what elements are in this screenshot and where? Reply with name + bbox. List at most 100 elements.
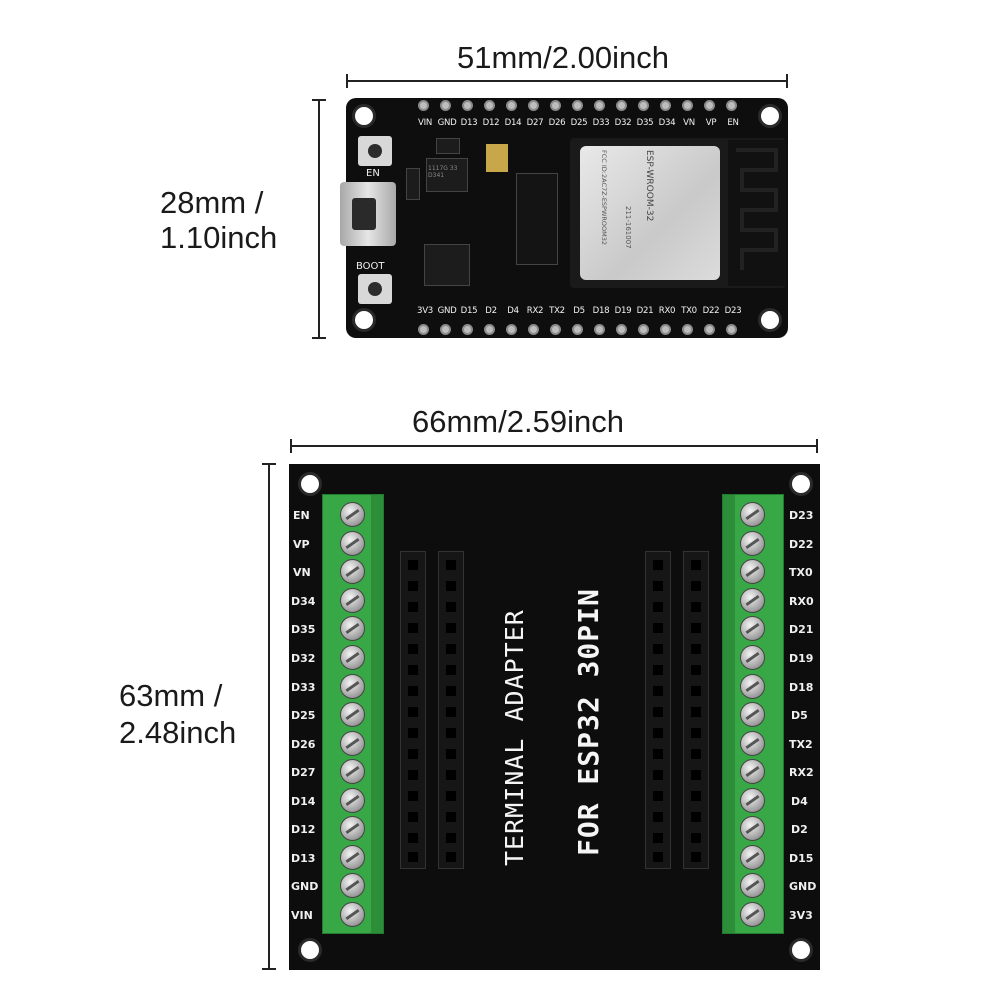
micro-usb-port <box>340 182 396 246</box>
mount-hole <box>789 938 813 962</box>
terminal-label-right: D18 <box>789 681 814 694</box>
terminal-screw[interactable] <box>740 788 765 813</box>
terminal-label-left: VN <box>293 566 311 579</box>
terminal-label-left: D35 <box>291 623 316 636</box>
terminal-label-left: GND <box>291 880 319 893</box>
terminal-screw[interactable] <box>340 702 365 727</box>
mount-hole <box>758 308 782 332</box>
terminal-screw[interactable] <box>740 759 765 784</box>
terminal-screw[interactable] <box>740 559 765 584</box>
terminal-label-right: D15 <box>789 852 814 865</box>
terminal-screw[interactable] <box>340 531 365 556</box>
mount-hole <box>352 104 376 128</box>
terminal-screw[interactable] <box>740 588 765 613</box>
terminal-label-right: D23 <box>789 509 814 522</box>
adapter-height-tick-top <box>262 463 276 465</box>
terminal-label-left: D26 <box>291 738 316 751</box>
fcc-marking: FCC ID:2AC7Z-ESPWROOM32 <box>600 150 608 246</box>
en-button-label: EN <box>366 168 380 179</box>
terminal-screw[interactable] <box>740 816 765 841</box>
esp32-height-line <box>318 99 320 339</box>
pin-label: D5 <box>573 306 585 316</box>
terminal-label-left: D25 <box>291 709 316 722</box>
pin-label: D15 <box>460 306 478 316</box>
terminal-screw[interactable] <box>740 873 765 898</box>
mount-hole <box>298 472 322 496</box>
mount-hole <box>352 308 376 332</box>
pin-label: D32 <box>614 118 632 128</box>
female-header <box>683 551 709 869</box>
terminal-screw[interactable] <box>740 502 765 527</box>
pin-label: VN <box>683 118 695 128</box>
terminal-screw[interactable] <box>340 616 365 641</box>
terminal-screw[interactable] <box>340 588 365 613</box>
terminal-label-left: D14 <box>291 795 316 808</box>
pin-label: RX2 <box>526 306 544 316</box>
terminal-screw[interactable] <box>740 902 765 927</box>
pin-label: TX2 <box>549 306 565 316</box>
terminal-label-right: RX2 <box>789 766 814 779</box>
terminal-screw[interactable] <box>340 788 365 813</box>
terminal-screw[interactable] <box>340 845 365 870</box>
pin-label: D35 <box>636 118 654 128</box>
pin-label: D33 <box>592 118 610 128</box>
pin-label: D13 <box>460 118 478 128</box>
terminal-label-left: D33 <box>291 681 316 694</box>
module-marking: ESP-WROOM-32 <box>644 150 654 222</box>
bottom-pin-labels: 3V3 GND D15 D2 D4 RX2 TX2 D5 D18 D19 D21… <box>414 306 744 316</box>
terminal-screw[interactable] <box>740 531 765 556</box>
terminal-label-right: D21 <box>789 623 814 636</box>
terminal-screw[interactable] <box>340 759 365 784</box>
adapter-width-line <box>290 445 818 447</box>
terminal-screw[interactable] <box>740 616 765 641</box>
esp32-height-tick-bottom <box>312 337 326 339</box>
boot-button[interactable] <box>358 274 392 304</box>
adapter-height-tick-bottom <box>262 968 276 970</box>
terminal-label-left: D12 <box>291 823 316 836</box>
pin-label: EN <box>727 118 739 128</box>
terminal-screw[interactable] <box>740 674 765 699</box>
terminal-label-right: D4 <box>791 795 808 808</box>
pin-label: D12 <box>482 118 500 128</box>
terminal-screw[interactable] <box>340 645 365 670</box>
pin-label: D21 <box>636 306 654 316</box>
terminal-screw[interactable] <box>340 902 365 927</box>
adapter-height-label-2: 2.48inch <box>119 715 237 750</box>
terminal-screw[interactable] <box>740 845 765 870</box>
adapter-height-label-1: 63mm / <box>119 678 223 713</box>
adapter-height-line <box>268 463 270 970</box>
pin-label: D26 <box>548 118 566 128</box>
voltage-regulator <box>426 158 468 192</box>
terminal-screw[interactable] <box>740 645 765 670</box>
terminal-screw[interactable] <box>340 731 365 756</box>
esp32-height-label-2: 1.10inch <box>160 220 278 255</box>
pin-label: D4 <box>507 306 519 316</box>
boot-button-label: BOOT <box>356 261 385 272</box>
regulator-marking: 1117G 33 D341 <box>428 165 458 179</box>
pin-label: GND <box>437 306 457 316</box>
terminal-screw[interactable] <box>340 816 365 841</box>
terminal-screw[interactable] <box>740 731 765 756</box>
pin-label: D34 <box>658 118 676 128</box>
terminal-label-right: D5 <box>791 709 808 722</box>
mount-hole <box>298 938 322 962</box>
pin-label: TX0 <box>681 306 697 316</box>
top-pin-labels: VIN GND D13 D12 D14 D27 D26 D25 D33 D32 … <box>414 118 744 128</box>
smd-component <box>516 173 558 265</box>
esp32-board: VIN GND D13 D12 D14 D27 D26 D25 D33 D32 … <box>340 98 788 338</box>
terminal-label-left: D32 <box>291 652 316 665</box>
terminal-label-left: VIN <box>291 909 313 922</box>
terminal-label-right: GND <box>789 880 817 893</box>
terminal-screw[interactable] <box>340 502 365 527</box>
terminal-screw[interactable] <box>340 559 365 584</box>
mount-hole <box>758 104 782 128</box>
terminal-screw[interactable] <box>740 702 765 727</box>
terminal-screw[interactable] <box>340 873 365 898</box>
en-button[interactable] <box>358 136 392 166</box>
terminal-block-left <box>322 494 384 934</box>
terminal-label-right: 3V3 <box>789 909 813 922</box>
esp32-width-tick-right <box>786 74 788 88</box>
adapter-width-tick-left <box>290 439 292 453</box>
terminal-screw[interactable] <box>340 674 365 699</box>
adapter-title-line2: FOR ESP32 30PIN <box>572 588 605 856</box>
